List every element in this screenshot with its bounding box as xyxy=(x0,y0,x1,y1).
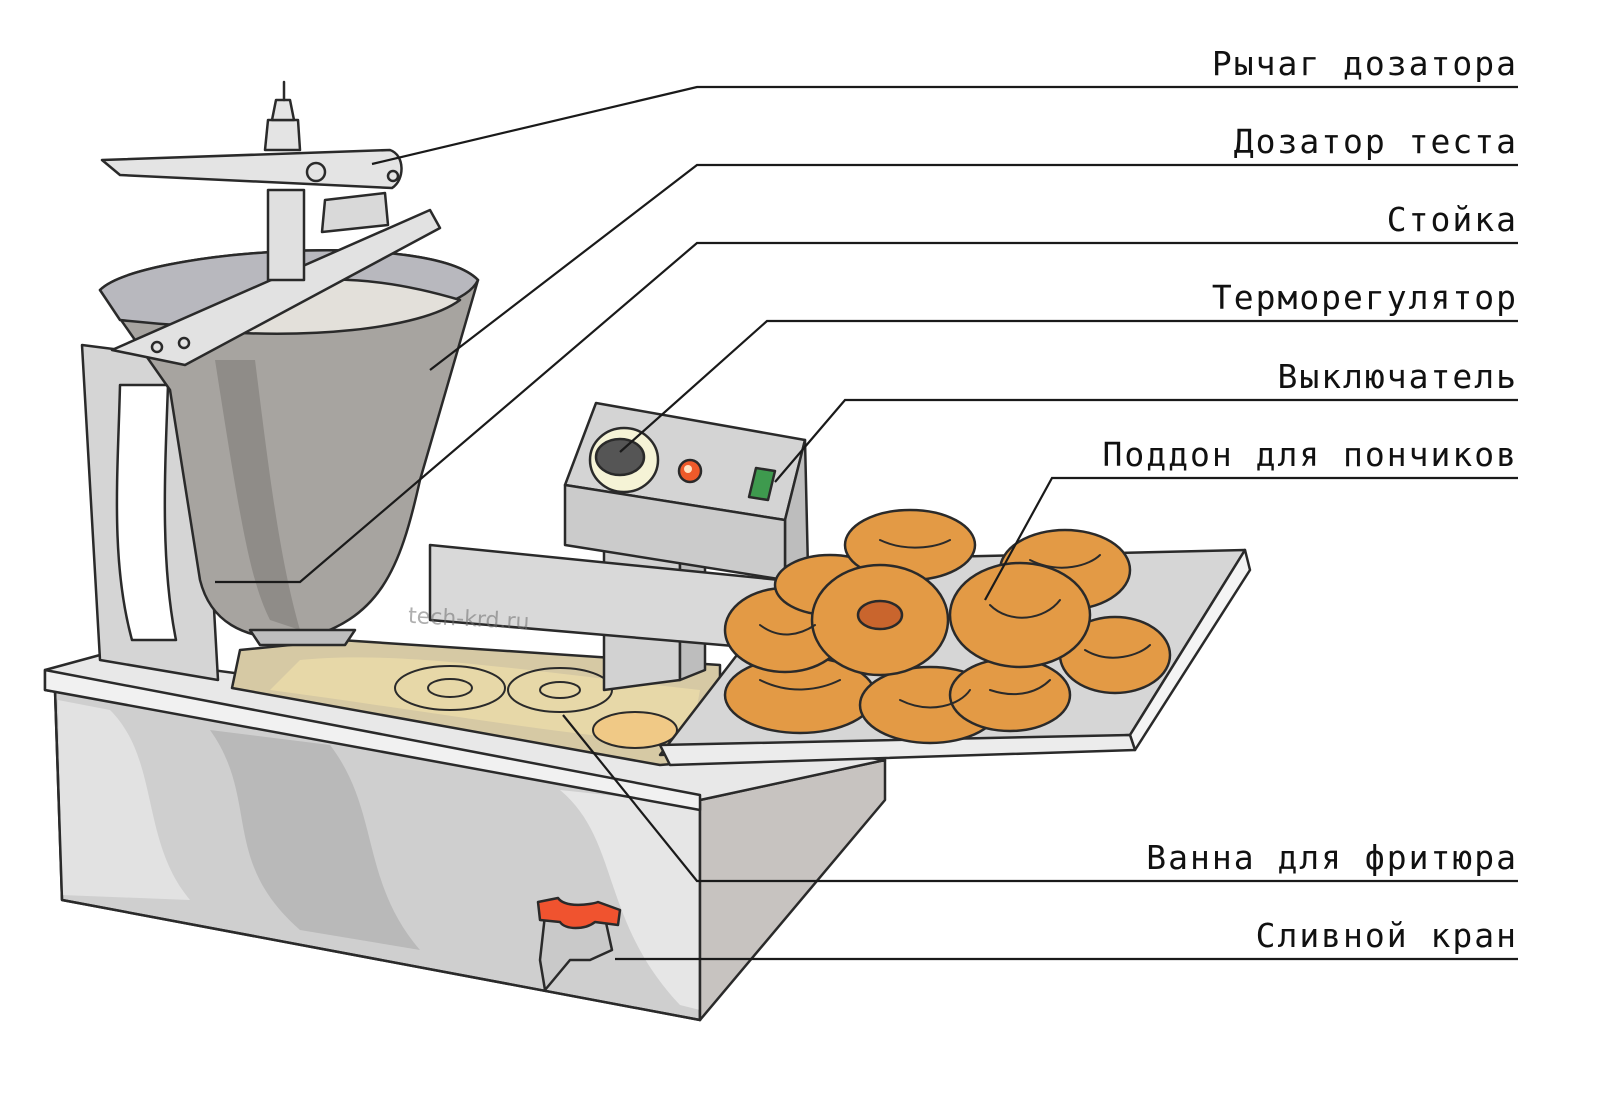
donut-pile xyxy=(723,508,1172,745)
thermostat-knob xyxy=(588,426,660,494)
leader-dispenser-lever xyxy=(371,85,1518,166)
label-dispenser-lever: Рычаг дозатора xyxy=(1211,44,1518,83)
crossbar xyxy=(110,208,442,367)
leader-switch xyxy=(774,398,1518,483)
label-stand: Стойка xyxy=(1386,200,1518,239)
leader-stand xyxy=(215,241,1518,584)
control-box xyxy=(563,401,810,582)
label-donut-tray: Поддон для пончиков xyxy=(1102,435,1518,474)
leader-thermostat xyxy=(619,319,1518,453)
label-fryer-bath: Ванна для фритюра xyxy=(1146,838,1518,877)
leader-donut-tray xyxy=(984,476,1518,601)
label-dough-dispenser: Дозатор теста xyxy=(1233,122,1518,161)
label-drain-tap: Сливной кран xyxy=(1255,916,1518,955)
leader-lines xyxy=(215,85,1518,961)
heater-column xyxy=(428,528,782,692)
dispenser-lever xyxy=(100,80,403,282)
power-switch xyxy=(747,466,777,502)
label-switch: Выключатель xyxy=(1277,357,1518,396)
leader-fryer-bath xyxy=(562,714,1518,883)
drain-tap xyxy=(536,896,622,992)
label-thermostat: Терморегулятор xyxy=(1211,278,1518,317)
fryer-bath xyxy=(230,638,722,767)
leader-dough-dispenser xyxy=(429,163,1518,371)
indicator-light xyxy=(677,458,703,484)
